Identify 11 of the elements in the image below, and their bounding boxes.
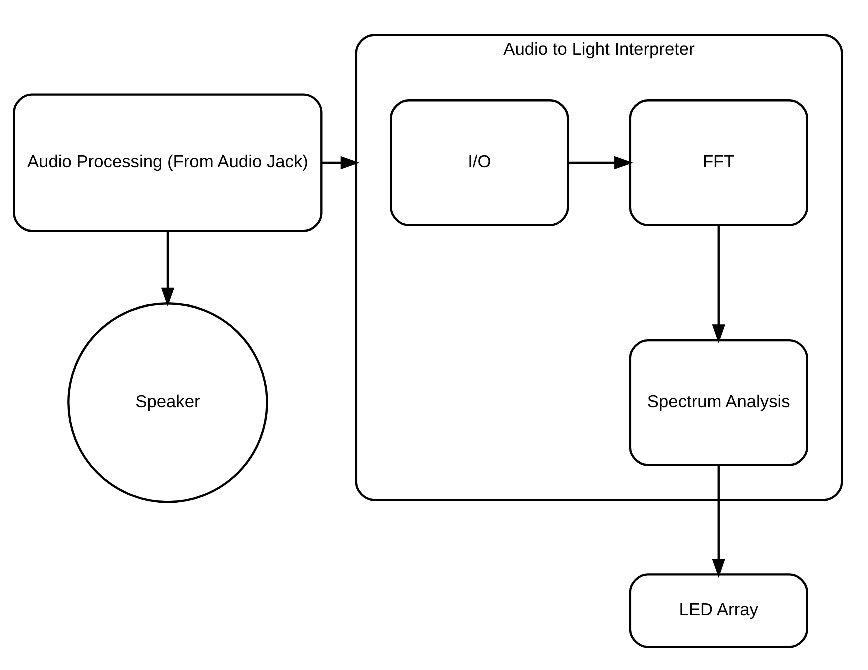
node-circle: Speaker <box>68 302 268 503</box>
arrow <box>568 156 634 170</box>
node-box: Spectrum Analysis <box>629 338 808 466</box>
arrow <box>712 464 726 578</box>
node-box: I/O <box>390 99 570 226</box>
arrow <box>322 156 360 170</box>
node-box: FFT <box>629 99 808 226</box>
node-box: LED Array <box>629 573 808 648</box>
arrow <box>712 224 726 343</box>
node-box: Audio Processing (From Audio Jack) <box>13 93 323 232</box>
arrow <box>161 231 175 306</box>
